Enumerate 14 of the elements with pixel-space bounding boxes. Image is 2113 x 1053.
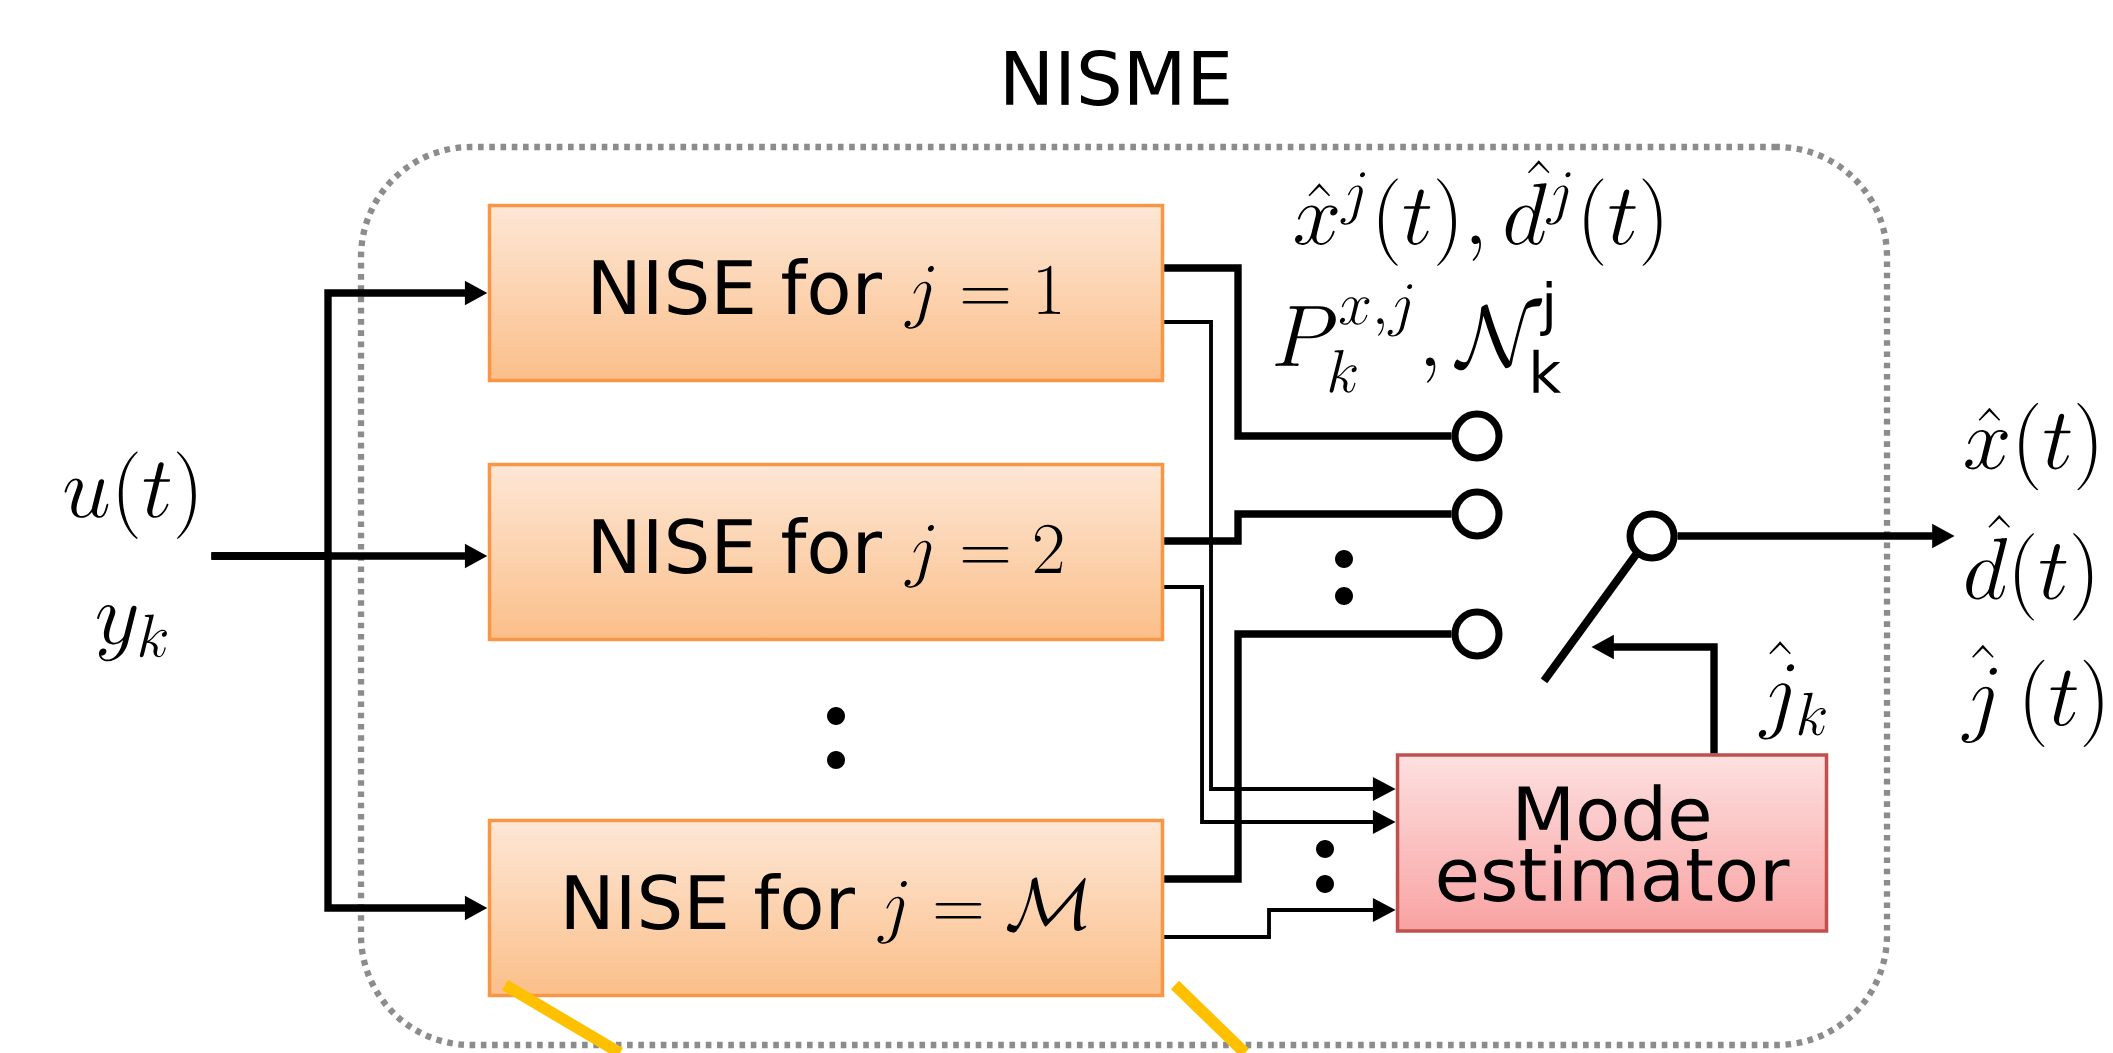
switch-contact [1451, 410, 1503, 462]
process-box: $\text{NISE for } j = \mathcal{M}$ [487, 818, 1165, 998]
process-box: $\text{NISE for } j = 1$ [487, 203, 1165, 383]
edge-label: $\hat{j}_{k}$ [1752, 634, 1838, 746]
signal-label: $u(t)$ $y_{k}$ [64, 451, 196, 662]
switch-contact [1451, 608, 1503, 660]
switch-contact [1626, 510, 1678, 562]
process-box: $\text{NISE for } j = 2$ [487, 462, 1165, 642]
group-title: NISME [1006, 50, 1229, 106]
signal-label: $P_{k}^{x,j},\mathcal{N}_{\mathrm{k}}^{\mathrm{j}}$ [1275, 281, 1561, 393]
signal-label: $\hat{x}^{j}(t),\hat{d}^{j}(t)$ [1295, 160, 1662, 266]
estimator-box: Mode estimator [1395, 753, 1829, 933]
signal-label: $\hat{x}(t)$ $\hat{d}(t)$ $\hat{j}\,(t)$ [1961, 403, 2103, 748]
switch-contact [1451, 488, 1503, 540]
